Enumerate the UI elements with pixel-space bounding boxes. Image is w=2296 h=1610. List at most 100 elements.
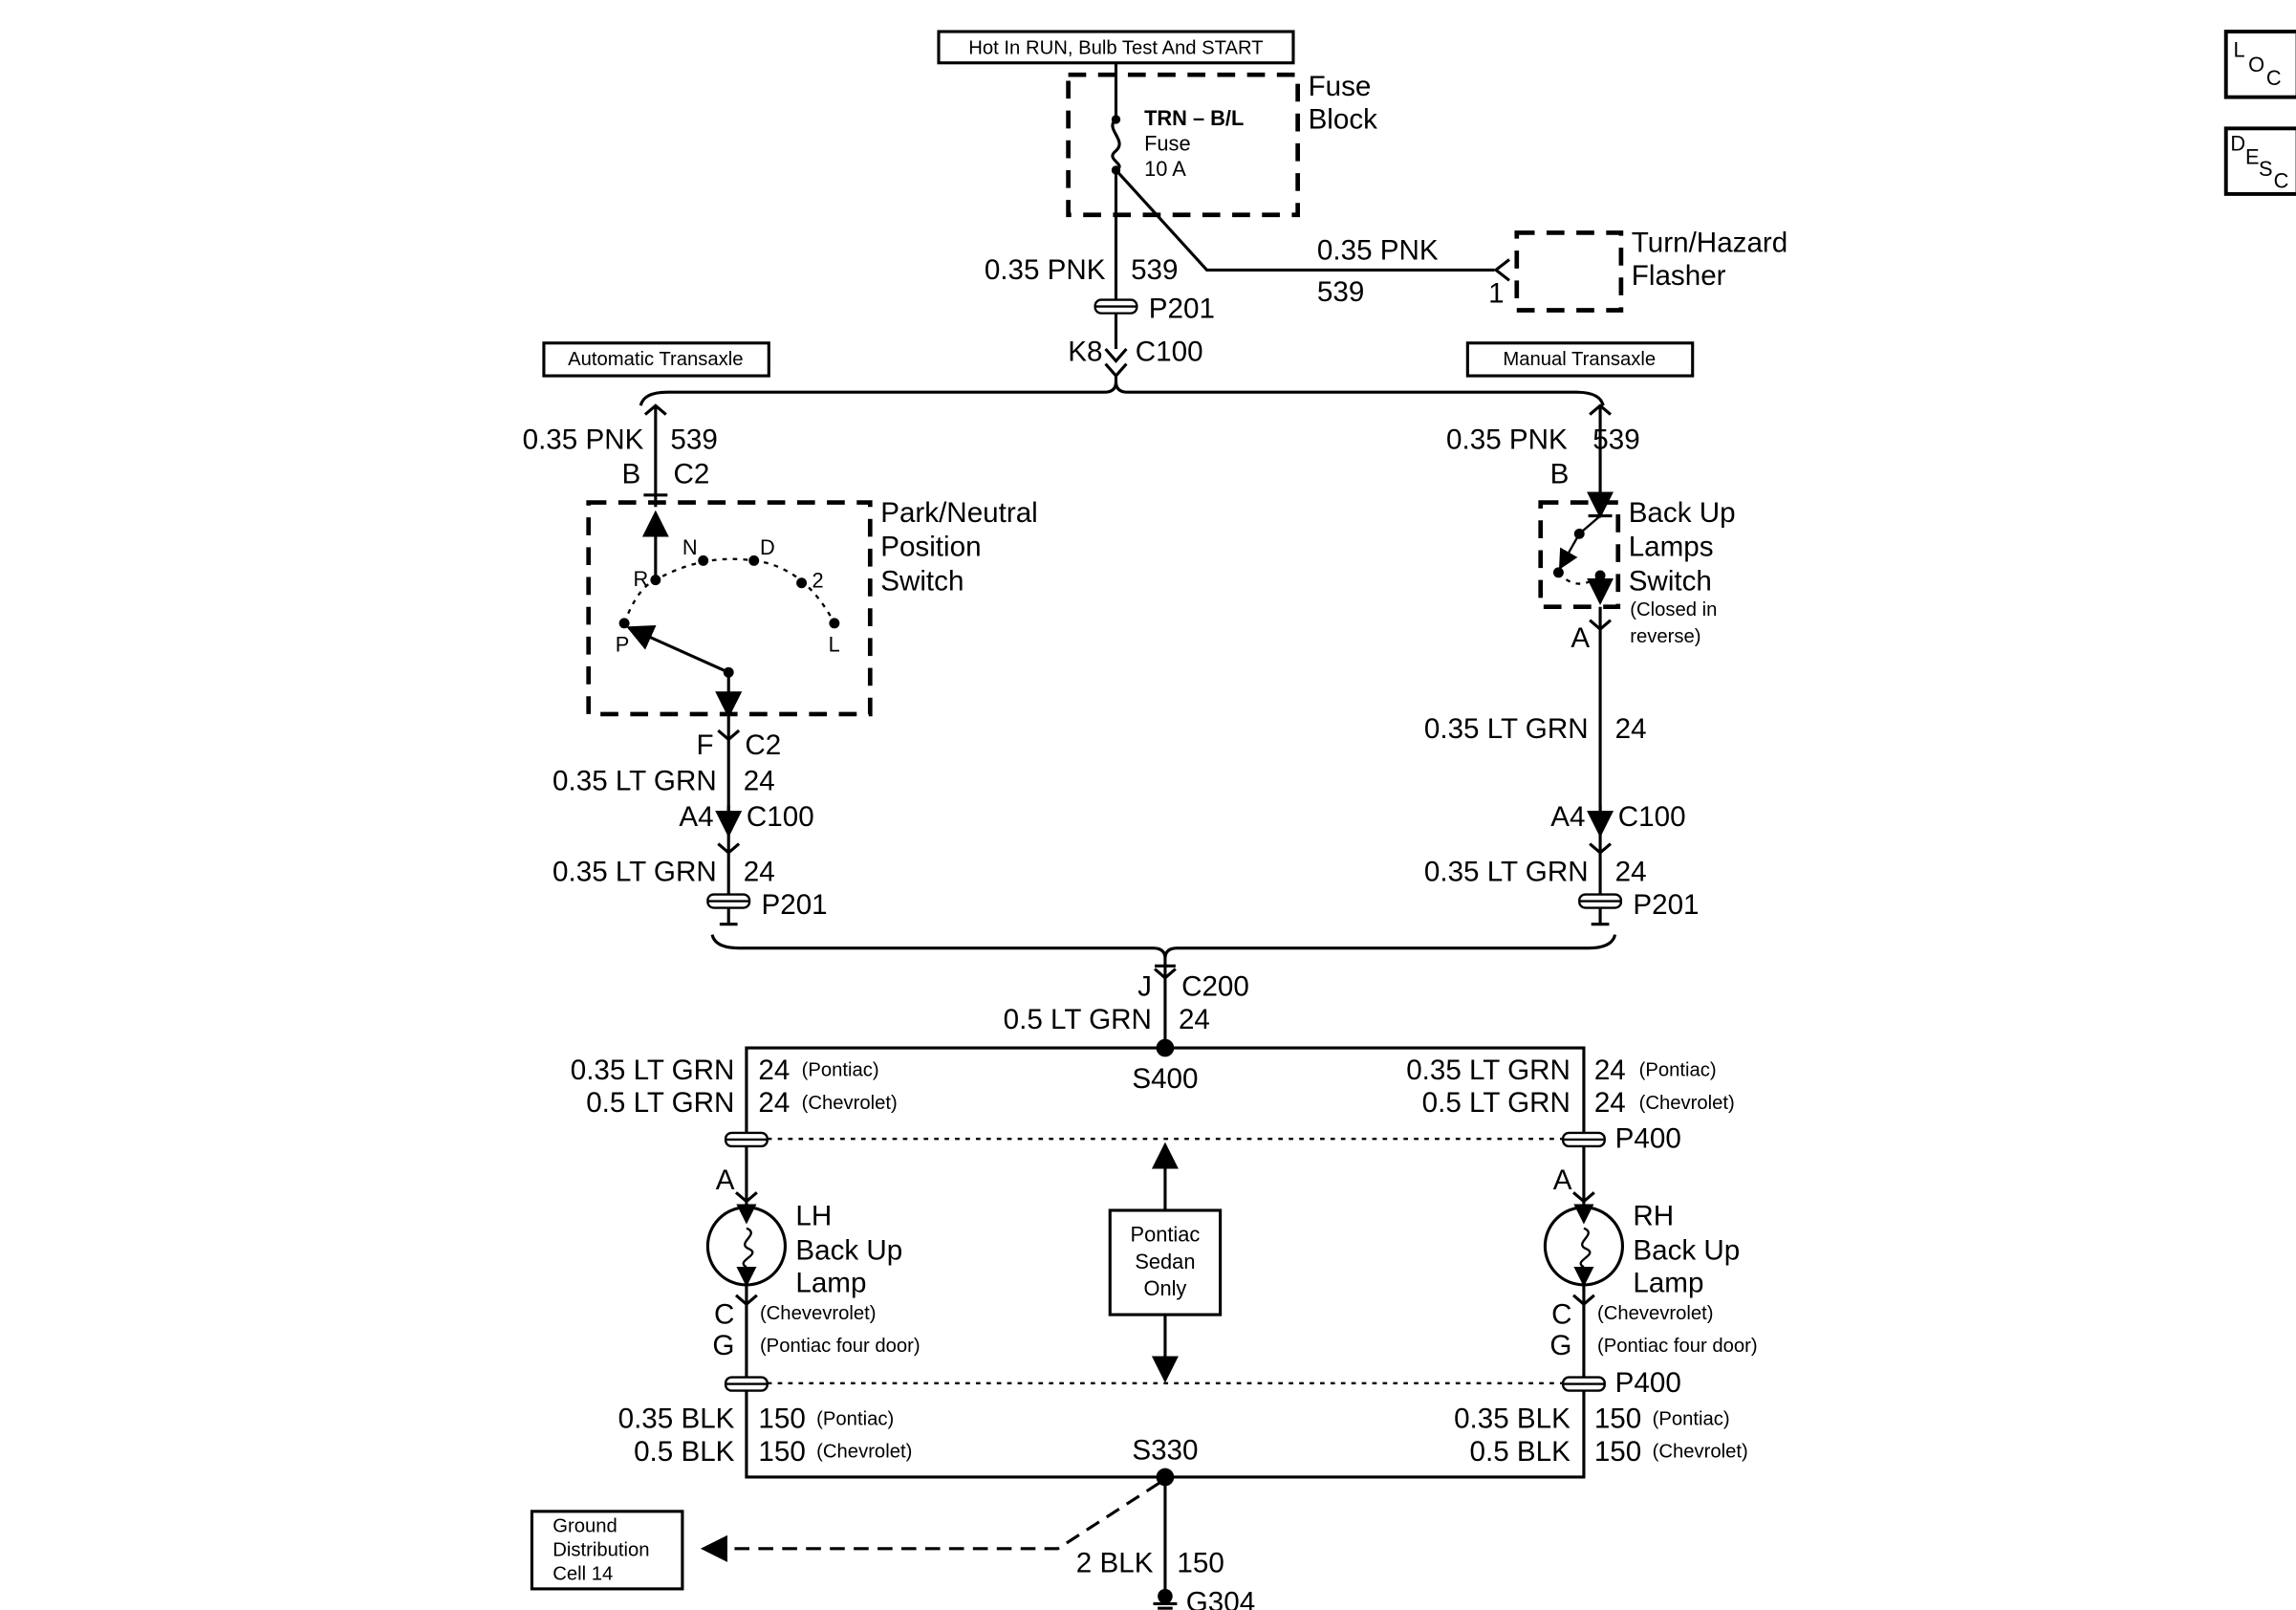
right-feed-pontiac-circuit: 24 — [1594, 1055, 1626, 1086]
ground-ref-dashed-arrow — [700, 1481, 1160, 1562]
variant-merge-brace — [710, 934, 1617, 959]
p400-upper-label: P400 — [1615, 1123, 1681, 1155]
rh-lamp-note-g: (Pontiac four door) — [1597, 1336, 1758, 1357]
fuse-block-label-line1: Fuse — [1309, 71, 1372, 102]
manual-wire2-circuit: 24 — [1615, 856, 1647, 887]
power-source-text: Hot In RUN, Bulb Test And START — [968, 37, 1263, 58]
feed-wire-color: 0.35 PNK — [985, 254, 1106, 286]
right-ground-pontiac-circuit: 150 — [1594, 1403, 1641, 1435]
pnp-position-r: R — [633, 567, 648, 591]
desc-letter-d: D — [2230, 132, 2245, 156]
lh-lamp-label-line2: Back Up — [795, 1234, 902, 1266]
pnp-switch-label-line1: Park/Neutral — [880, 497, 1038, 529]
manual-feed-wire-color: 0.35 PNK — [1446, 424, 1568, 455]
auto-feed-circuit: 539 — [670, 424, 717, 455]
lh-lamp-out-connector — [734, 1294, 758, 1307]
left-ground-chevrolet-color: 0.5 BLK — [634, 1436, 735, 1468]
lh-lamp-note-g: (Pontiac four door) — [760, 1336, 921, 1357]
flasher-connector-pin — [1493, 258, 1510, 282]
ground-icon — [1153, 1588, 1178, 1610]
auto-c100-label: C100 — [747, 801, 814, 833]
manual-out-pin: A — [1570, 622, 1590, 654]
left-ground-pontiac-color: 0.35 BLK — [618, 1403, 735, 1435]
sedan-note-line1: Pontiac — [1131, 1223, 1201, 1247]
p400-passthrough-lower-left — [724, 1376, 769, 1392]
auto-c100-pin: A4 — [679, 801, 713, 833]
fuse-name-line3: 10 A — [1144, 157, 1186, 181]
auto-feed-wire-color: 0.35 PNK — [523, 424, 644, 455]
junction-circuit: 24 — [1179, 1004, 1210, 1035]
lh-lamp-pin-c: C — [714, 1298, 734, 1330]
back-up-switch-outline — [1538, 500, 1621, 610]
auto-wire1-circuit: 24 — [744, 765, 775, 796]
c100-connector-top — [1104, 348, 1128, 379]
ground-ref-line3: Cell 14 — [552, 1564, 613, 1585]
rh-lamp-label-line2: Back Up — [1633, 1234, 1740, 1266]
p400-passthrough-lower-right — [1561, 1376, 1606, 1392]
p400-passthrough-upper-left — [724, 1131, 769, 1148]
c200-pin: J — [1137, 971, 1152, 1003]
fuse-icon — [1111, 75, 1121, 175]
pnp-switch-mechanism — [618, 510, 840, 719]
desc-letter-c: C — [2274, 169, 2289, 193]
right-ground-pontiac-color: 0.35 BLK — [1454, 1403, 1570, 1435]
manual-p201-label: P201 — [1633, 889, 1699, 921]
manual-transaxle-text: Manual Transaxle — [1503, 349, 1656, 370]
auto-wire1-color: 0.35 LT GRN — [552, 765, 717, 796]
right-ground-pontiac-note: (Pontiac) — [1653, 1408, 1730, 1429]
p400-passthrough-upper-right — [1561, 1131, 1606, 1148]
right-feed-chevrolet-note: (Chevrolet) — [1639, 1093, 1735, 1114]
ground-ref-line1: Ground — [552, 1516, 617, 1537]
loc-button[interactable]: L O C — [2223, 30, 2296, 99]
loc-letter-c: C — [2266, 66, 2282, 90]
pnp-position-2: 2 — [812, 568, 824, 592]
s400-distribution-wire — [745, 1046, 1586, 1133]
rh-lamp-out-connector — [1572, 1294, 1595, 1307]
s330-label: S330 — [1132, 1434, 1198, 1466]
auto-out-conn: C2 — [745, 729, 781, 761]
auto-out-pin: F — [697, 729, 714, 761]
p201-passthrough-top — [1094, 298, 1138, 315]
auto-p201-stub — [719, 907, 738, 926]
flasher-wire — [1115, 168, 1495, 272]
manual-c100-connector — [1589, 842, 1612, 855]
s400-label: S400 — [1132, 1063, 1198, 1095]
pnp-switch-label-line2: Position — [880, 532, 981, 563]
manual-c100-pin: A4 — [1550, 801, 1585, 833]
c100-label-top: C100 — [1136, 336, 1203, 367]
power-source-label: Hot In RUN, Bulb Test And START — [937, 30, 1295, 65]
sedan-note-line2: Sedan — [1135, 1250, 1195, 1273]
p201-passthrough-auto — [706, 893, 751, 909]
p201-label-top: P201 — [1149, 293, 1215, 324]
sedan-note-box — [1108, 1208, 1223, 1316]
lh-lamp-in-connector — [734, 1191, 758, 1204]
back-up-switch-note-line1: (Closed in — [1630, 599, 1717, 620]
manual-wire2-color: 0.35 LT GRN — [1424, 856, 1589, 887]
automatic-transaxle-text: Automatic Transaxle — [568, 349, 743, 370]
fuse-name-line1: TRN – B/L — [1144, 106, 1244, 130]
manual-feed-circuit: 539 — [1592, 424, 1639, 455]
flasher-pin: 1 — [1488, 278, 1504, 310]
p201-passthrough-manual — [1578, 893, 1623, 909]
auto-in-pin: B — [622, 458, 641, 490]
feed-circuit-number: 539 — [1131, 254, 1178, 286]
fuse-name-line2: Fuse — [1144, 132, 1191, 156]
right-feed-chevrolet-color: 0.5 LT GRN — [1422, 1087, 1570, 1119]
left-feed-chevrolet-note: (Chevrolet) — [802, 1093, 898, 1114]
loc-letter-o: O — [2248, 53, 2264, 76]
g304-wire-color: 2 BLK — [1076, 1548, 1154, 1579]
right-ground-chevrolet-color: 0.5 BLK — [1470, 1436, 1571, 1468]
lh-lamp-note-c: (Chevevrolet) — [760, 1303, 877, 1324]
rh-lamp-pin-c: C — [1551, 1298, 1571, 1330]
ground-distribution-ref[interactable]: Ground Distribution Cell 14 — [530, 1510, 684, 1591]
variant-split-brace — [639, 381, 1605, 406]
left-ground-chevrolet-note: (Chevrolet) — [816, 1442, 912, 1463]
desc-button[interactable]: D E S C — [2223, 126, 2296, 196]
lh-lamp-pin-g: G — [712, 1330, 734, 1361]
right-feed-chevrolet-circuit: 24 — [1594, 1087, 1626, 1119]
lh-lamp-label-line3: Lamp — [795, 1268, 866, 1299]
left-ground-pontiac-circuit: 150 — [758, 1403, 805, 1435]
p400-lower-label: P400 — [1615, 1367, 1681, 1399]
pnp-position-p: P — [616, 632, 630, 656]
